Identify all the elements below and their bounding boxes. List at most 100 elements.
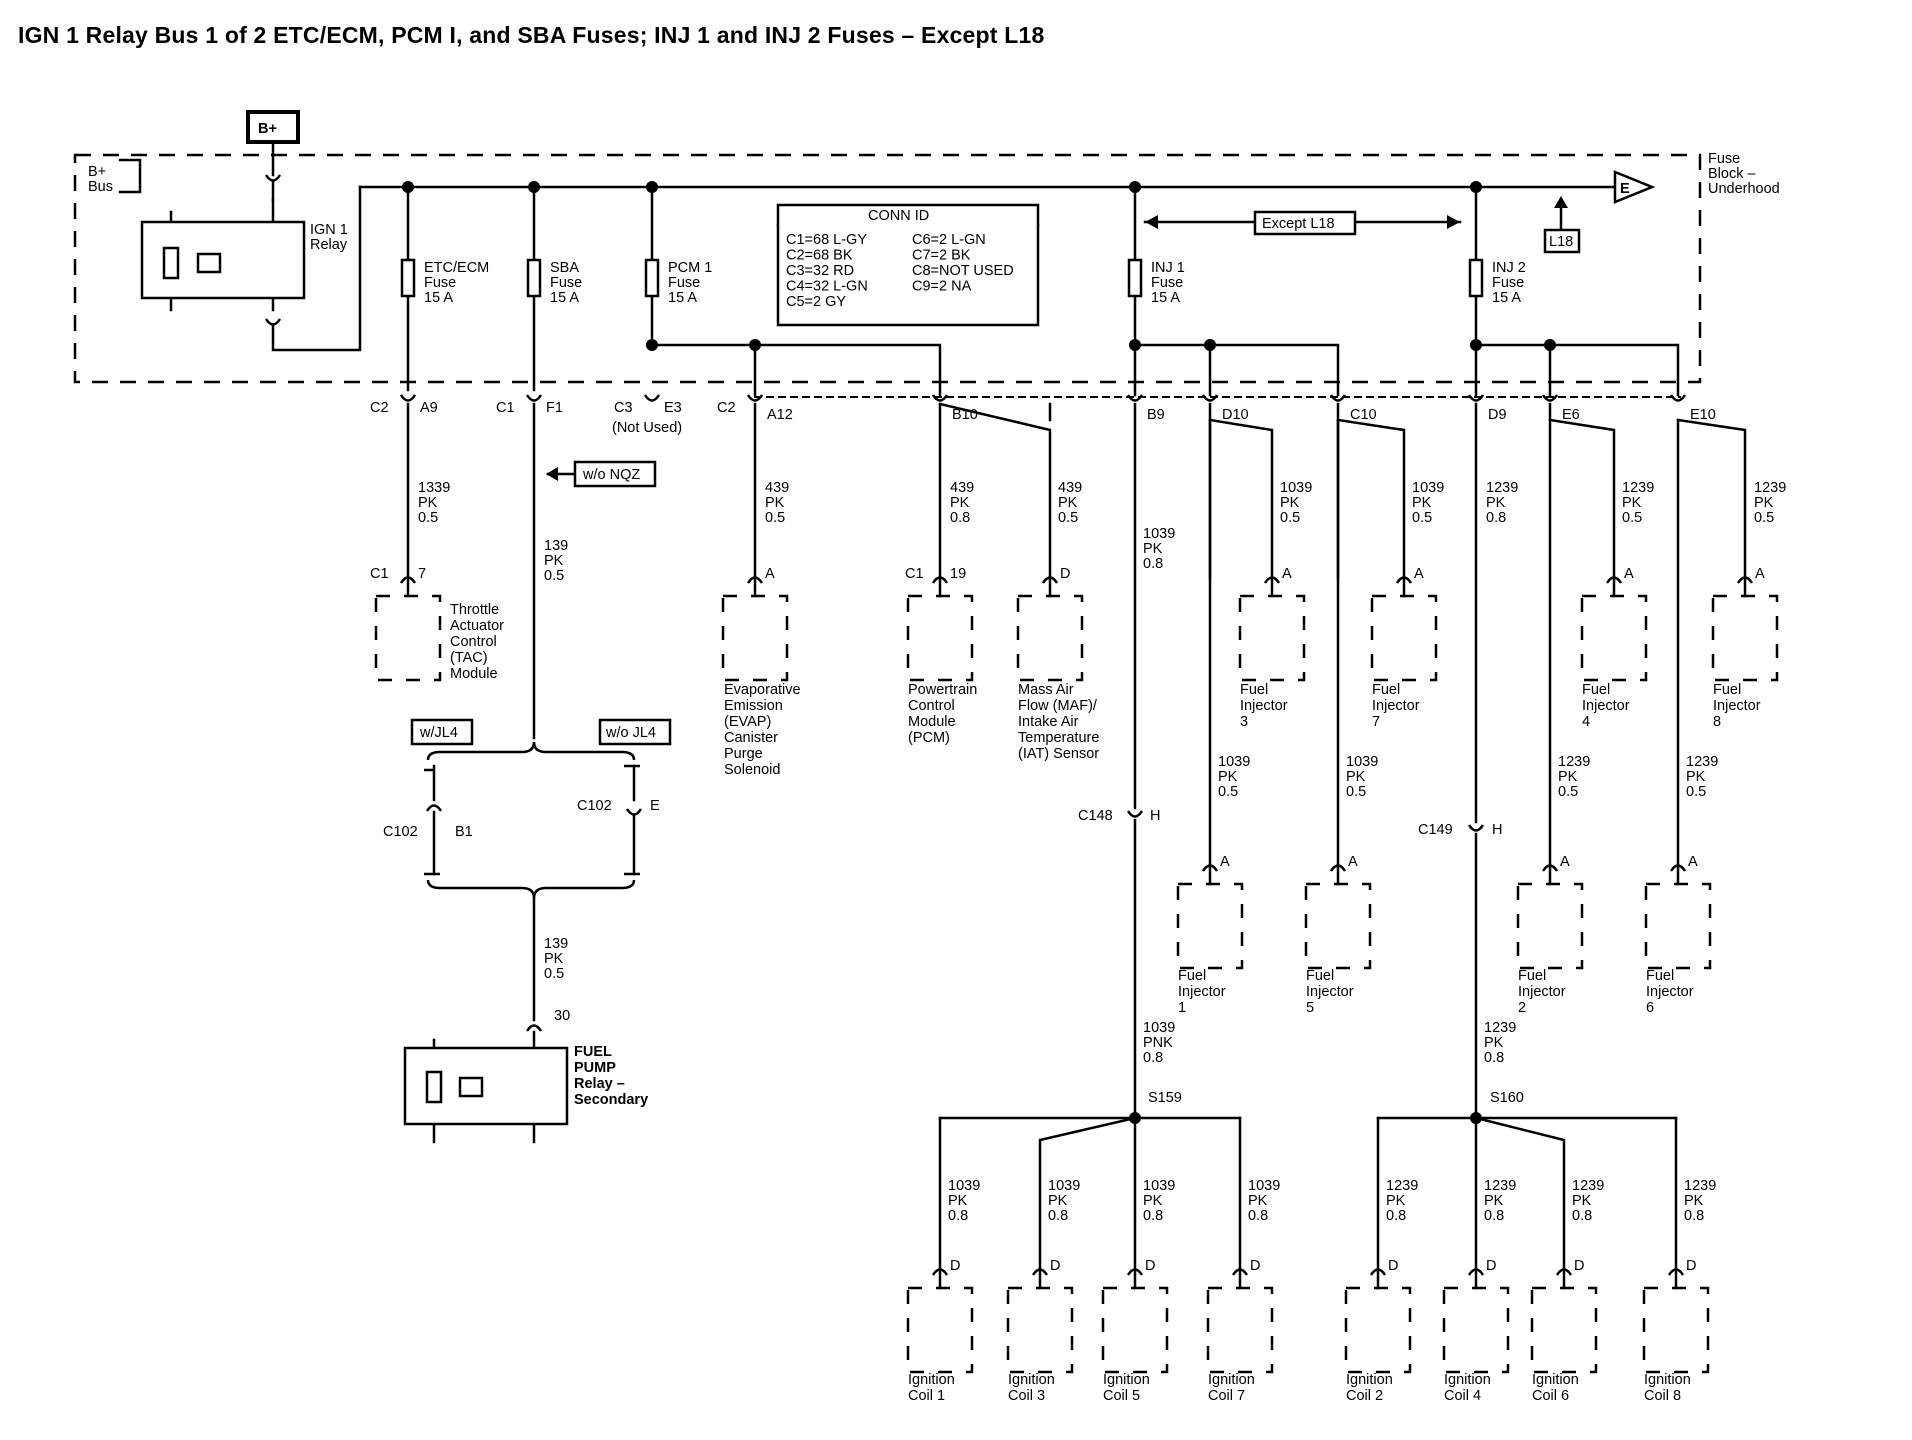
evap-label: Purge xyxy=(724,746,763,762)
fuse-label: 15 A xyxy=(1492,290,1521,306)
connector-pin: B9 xyxy=(1147,407,1165,423)
inj8-label: Fuel xyxy=(1713,682,1741,698)
coil-label: Ignition xyxy=(1103,1372,1150,1388)
wire-label: PK xyxy=(1684,1193,1704,1209)
ignition-coil-5-pin-label: D xyxy=(1388,1258,1398,1274)
maf-label: (IAT) Sensor xyxy=(1018,746,1099,762)
wire-label: 1239 xyxy=(1386,1178,1418,1194)
coil-label: Coil 8 xyxy=(1644,1388,1681,1404)
wire-label: 1239 xyxy=(1558,754,1590,770)
c102-left-connector xyxy=(425,804,443,812)
pcm-pin-label: 19 xyxy=(950,566,966,582)
fuse-label: INJ 2 xyxy=(1492,260,1526,276)
wire-label: 1039 xyxy=(1048,1178,1080,1194)
inj6-label: Fuel xyxy=(1646,968,1674,984)
fuse-label: Fuse xyxy=(550,275,582,291)
fuse-block-label: Block – xyxy=(1708,166,1756,182)
splice xyxy=(1129,339,1141,351)
wire-label: 1239 xyxy=(1684,1178,1716,1194)
s159-splice xyxy=(1129,1112,1141,1124)
fuse-label: Fuse xyxy=(1492,275,1524,291)
wire-label: 1239 xyxy=(1484,1178,1516,1194)
fuse-block-label: Underhood xyxy=(1708,181,1780,197)
tac-module-connector xyxy=(399,576,417,584)
wire-label: PK xyxy=(544,951,564,967)
ign1-relay-label: Relay xyxy=(310,237,348,253)
c148-name: C148 xyxy=(1078,808,1113,824)
fuse-0 xyxy=(400,258,416,298)
evap-label: Emission xyxy=(724,698,783,714)
wire-label: PK xyxy=(948,1193,968,1209)
evap-label: Evaporative xyxy=(724,682,801,698)
top-connector-9 xyxy=(1541,394,1559,402)
wire-label: PK xyxy=(1572,1193,1592,1209)
relay-coil-resistor xyxy=(425,1070,443,1104)
wire-label: 0.8 xyxy=(1684,1208,1704,1224)
fuel-injector-3-box xyxy=(1238,594,1306,682)
wire-label: 0.5 xyxy=(418,510,438,526)
fuel-injector-7-connector xyxy=(1395,576,1413,584)
connector-pin: E3 xyxy=(664,400,682,416)
maf-sensor-pin-label: D xyxy=(1060,566,1070,582)
c102-left-name: C102 xyxy=(383,824,418,840)
ignition-coil-3-connector xyxy=(1126,1268,1144,1276)
option-brace-top xyxy=(426,741,636,761)
tac-conn: C1 xyxy=(370,566,389,582)
fuel-pump-label: Secondary xyxy=(574,1092,648,1108)
ignition-coil-2-pin-label: D xyxy=(1050,1258,1060,1274)
pcm-conn: C1 xyxy=(905,566,924,582)
conn-id-left: C3=32 RD xyxy=(786,263,854,279)
fuel-injector-8-box xyxy=(1711,594,1779,682)
inj3-label: Fuel xyxy=(1240,682,1268,698)
conn-id-right: C7=2 BK xyxy=(912,248,971,264)
wire-label: PK xyxy=(1143,1193,1163,1209)
connector-pin: E6 xyxy=(1562,407,1580,423)
conn-id-title: CONN ID xyxy=(868,208,929,224)
wire-label: 0.8 xyxy=(1484,1050,1504,1066)
evap-solenoid-pin-label: A xyxy=(765,566,775,582)
ignition-coil-1-connector xyxy=(931,1268,949,1276)
connector-name: C2 xyxy=(717,400,736,416)
wire-label: 439 xyxy=(1058,480,1082,496)
wire-label: PK xyxy=(1412,495,1432,511)
wire-label: 1039 xyxy=(1218,754,1250,770)
tac-label: (TAC) xyxy=(450,650,488,666)
wire-label: 439 xyxy=(950,480,974,496)
fuel-injector-7-box xyxy=(1370,594,1438,682)
wire-label: PK xyxy=(1754,495,1774,511)
wire-label: PK xyxy=(1218,769,1238,785)
fuel-injector-1-connector xyxy=(1201,864,1219,872)
coil-label: Ignition xyxy=(1008,1372,1055,1388)
wire-label: 1039 xyxy=(1143,1178,1175,1194)
fuse-label: INJ 1 xyxy=(1151,260,1185,276)
b-plus-bus-label: Bus xyxy=(88,179,113,195)
s160-splice xyxy=(1470,1112,1482,1124)
conn-id-left: C4=32 L-GN xyxy=(786,279,868,295)
tac-label: Control xyxy=(450,634,497,650)
w-jl4-label: w/JL4 xyxy=(419,725,458,741)
c149-connector xyxy=(1467,824,1485,832)
coil-wire xyxy=(1038,1116,1137,1272)
ign1-relay-label: IGN 1 xyxy=(310,222,348,238)
tac-label: Module xyxy=(450,666,498,682)
fuse-label: Fuse xyxy=(668,275,700,291)
connector-pin: A9 xyxy=(420,400,438,416)
ignition-coil-4-connector xyxy=(1231,1268,1249,1276)
ignition-coil-5-connector xyxy=(1369,1268,1387,1276)
pcm-connector xyxy=(931,576,949,584)
inj1-branch xyxy=(1133,343,1340,397)
fuse-label: 15 A xyxy=(1151,290,1180,306)
l18-box xyxy=(1543,228,1581,254)
wire-label: 1039 xyxy=(1248,1178,1280,1194)
b-plus-label: B+ xyxy=(258,121,277,137)
inj5-label: Injector xyxy=(1306,984,1354,1000)
inj2-branch xyxy=(1474,343,1680,397)
coil-label: Ignition xyxy=(1532,1372,1579,1388)
wo-jl4-box xyxy=(598,718,672,746)
coil-wire xyxy=(1474,1116,1566,1272)
relay-bottom-connector xyxy=(264,318,282,326)
wire-label: 0.8 xyxy=(948,1208,968,1224)
bus-splice xyxy=(528,181,540,193)
coil-label: Coil 4 xyxy=(1444,1388,1481,1404)
coil-label: Coil 3 xyxy=(1008,1388,1045,1404)
